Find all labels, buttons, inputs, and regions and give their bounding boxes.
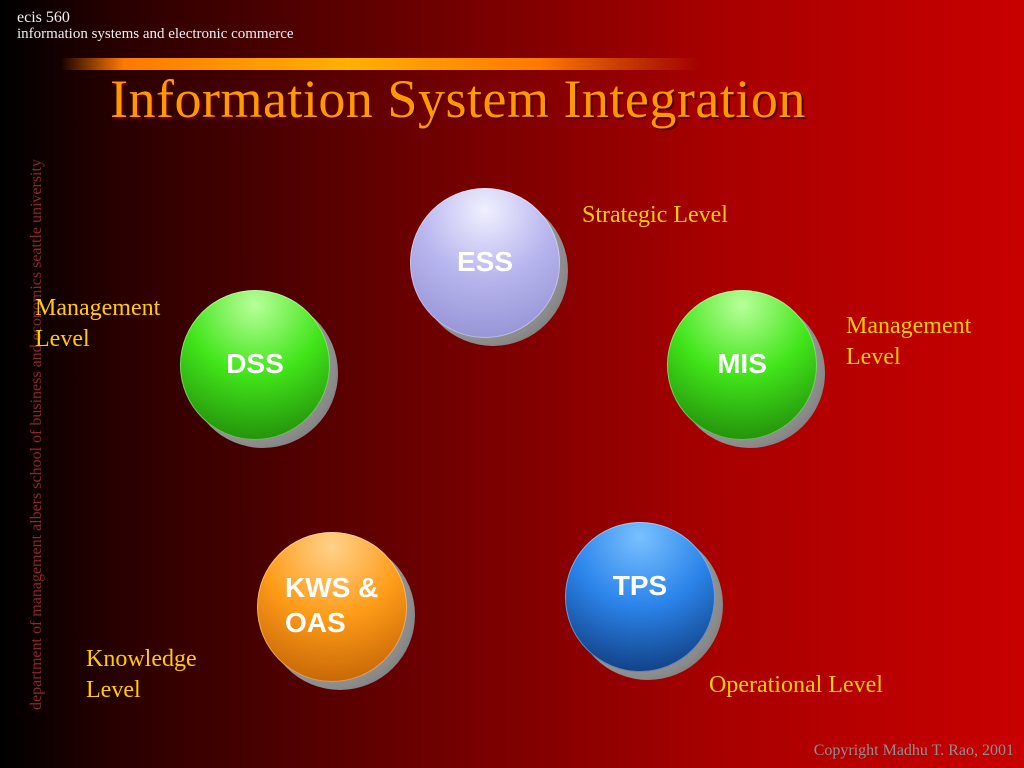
course-header: ecis 560 information systems and electro… xyxy=(17,9,294,43)
ess-node-disc xyxy=(410,188,560,338)
dss-node-disc xyxy=(180,290,330,440)
management-right-line-2: Level xyxy=(846,344,901,371)
strategic-level-label: Strategic Level xyxy=(582,202,728,228)
course-name: information systems and electronic comme… xyxy=(17,25,294,42)
kws-oas-node: KWS & OAS xyxy=(257,532,415,690)
tps-node: TPS xyxy=(565,522,723,680)
kws-line-1: KWS & xyxy=(285,572,379,603)
kws-oas-node-label: KWS & OAS xyxy=(257,532,407,682)
tps-node-label: TPS xyxy=(612,570,668,601)
management-right-line-1: Management xyxy=(846,313,972,339)
kws-oas-node-disc xyxy=(257,532,407,682)
tps-node-disc xyxy=(565,522,715,672)
ess-node-label: ESS xyxy=(456,246,514,277)
management-left-line-2: Level xyxy=(35,326,90,353)
management-level-right-label: Management Level xyxy=(846,311,971,373)
knowledge-line-1: Knowledge xyxy=(86,646,197,672)
slide-title: Information System Integration xyxy=(110,69,806,129)
mis-node: MIS xyxy=(667,290,825,448)
dss-node-label: DSS xyxy=(226,348,284,379)
ess-node: ESS xyxy=(410,188,568,346)
knowledge-level-label: Knowledge Level xyxy=(86,644,197,706)
course-code: ecis 560 xyxy=(17,9,70,26)
title-underline-brush xyxy=(60,58,700,70)
operational-level-label: Operational Level xyxy=(709,672,883,698)
management-left-line-1: Management xyxy=(35,295,161,321)
copyright-text: Copyright Madhu T. Rao, 2001 xyxy=(813,742,1014,759)
mis-node-label: MIS xyxy=(717,348,767,379)
dss-node: DSS xyxy=(180,290,338,448)
kws-line-2: OAS xyxy=(285,607,346,638)
knowledge-line-2: Level xyxy=(86,677,141,704)
vertical-sidebar-text: department of management albers school o… xyxy=(28,159,45,710)
management-level-left-label: Management Level xyxy=(35,293,160,355)
mis-node-disc xyxy=(667,290,817,440)
